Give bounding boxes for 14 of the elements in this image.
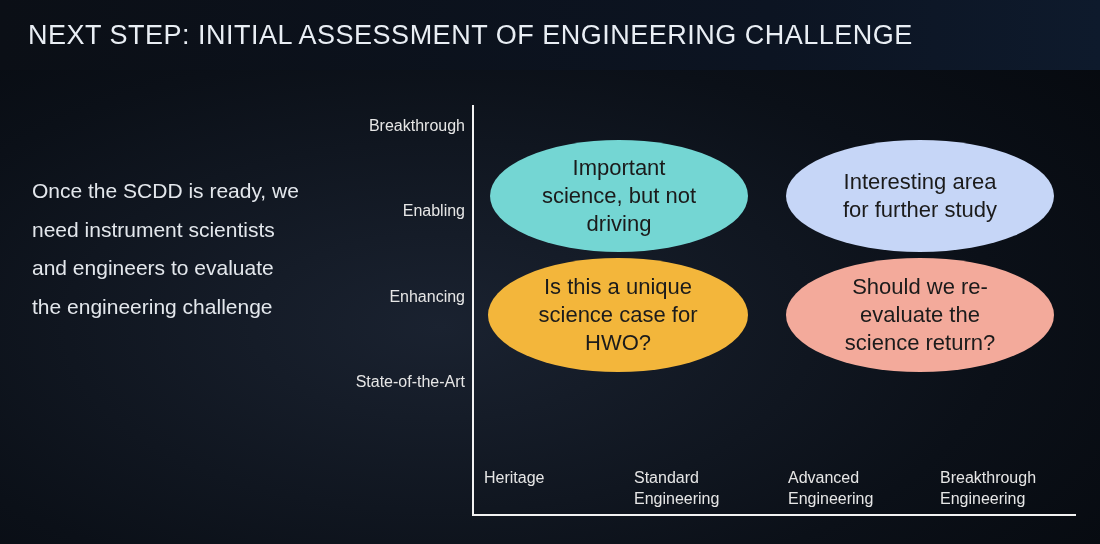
x-axis-label: Advanced Engineering — [788, 468, 875, 509]
ellipse-text: Is this a unique science case for HWO? — [537, 273, 699, 357]
y-axis-label: Enabling — [402, 202, 465, 220]
description-text: Once the SCDD is ready, we need instrument scientists and engineers to evaluate the engineering challenge — [32, 178, 300, 320]
x-axis-label: Breakthrough Engineering — [940, 468, 1038, 509]
y-axis-label: State-of-the-Art — [355, 373, 465, 391]
ellipse-text: Should we re-evaluate the science return? — [843, 273, 997, 357]
y-axis-label: Enhancing — [389, 288, 465, 306]
x-axis-label: Standard Engineering — [634, 468, 721, 509]
ellipse-text: Important science, but not driving — [540, 154, 698, 238]
y-axis-label: Breakthrough — [368, 117, 465, 135]
slide-title: NEXT STEP: INITIAL ASSESSMENT OF ENGINEERING CHALLENGE — [0, 0, 1100, 70]
x-axis-label: Heritage — [484, 468, 546, 488]
ellipse-text: Interesting area for further study — [841, 168, 999, 224]
